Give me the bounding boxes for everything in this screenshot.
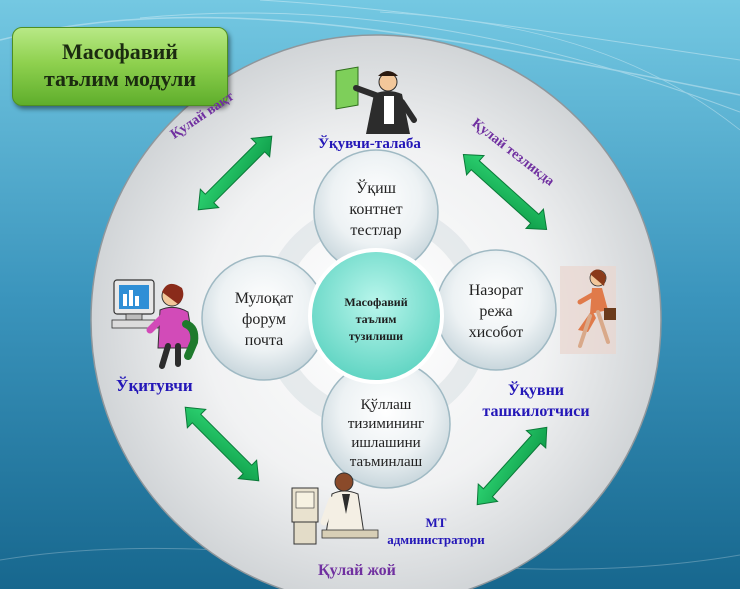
node-top-line: тестлар xyxy=(350,222,402,239)
node-left-line: форум xyxy=(241,311,287,328)
node-right-line: хисобот xyxy=(468,324,524,341)
role-admin-label: МТ администратори xyxy=(376,514,496,548)
businesswoman-walking-icon xyxy=(560,266,616,354)
arrow-upper-right xyxy=(462,153,548,231)
module-title-line2: таълим модули xyxy=(43,66,197,91)
node-bottom-label: Қўллаш тизимининг ишлашини таъминлаш xyxy=(316,396,456,472)
node-top-line: Ўқиш xyxy=(356,180,396,197)
presenter-figure-icon xyxy=(335,66,417,134)
module-title-line1: Масофавий xyxy=(62,39,178,64)
module-title-box: Масофавий таълим модули xyxy=(12,27,228,106)
node-bottom-line: Қўллаш xyxy=(360,397,412,413)
center-node-label: Масофавий таълим тузилиши xyxy=(306,294,446,345)
node-right-label: Назорат режа хисобот xyxy=(426,280,566,343)
module-title: Масофавий таълим модули xyxy=(13,38,227,92)
arrow-label-place: Қулай жой xyxy=(318,562,396,579)
node-bottom-line: таъминлаш xyxy=(349,454,423,470)
role-admin-line1: МТ xyxy=(425,515,447,530)
node-bottom-line: ишлашини xyxy=(351,435,421,451)
arrows xyxy=(184,135,548,506)
node-top-label: Ўқиш контнет тестлар xyxy=(306,178,446,241)
woman-at-computer-icon xyxy=(111,279,199,369)
node-right-line: режа xyxy=(479,303,513,320)
role-organizer-line2: ташкилотчиси xyxy=(482,403,590,420)
role-admin-line2: администратори xyxy=(387,532,485,547)
node-top-line: контнет xyxy=(349,201,403,218)
role-organizer-label: Ўқувни ташкилотчиси xyxy=(466,380,606,422)
role-student-label: Ўқувчи-талаба xyxy=(318,136,421,152)
role-teacher-label: Ўқитувчи xyxy=(116,376,193,395)
center-node-line2: таълим xyxy=(355,312,397,326)
arrow-lower-left xyxy=(184,406,260,482)
center-node-circle xyxy=(308,248,444,384)
node-bottom-line: тизимининг xyxy=(347,416,425,432)
node-right-line: Назорат xyxy=(468,282,524,299)
node-left-line: Мулоқат xyxy=(234,290,294,307)
arrow-upper-left xyxy=(197,135,273,211)
man-at-desk-icon xyxy=(291,472,379,545)
node-left-label: Мулоқат форум почта xyxy=(194,288,334,351)
arrow-lower-right xyxy=(476,426,548,506)
node-left-line: почта xyxy=(244,332,284,349)
role-organizer-line1: Ўқувни xyxy=(507,382,565,399)
center-node-line3: тузилиши xyxy=(348,329,404,343)
center-node-line1: Масофавий xyxy=(344,295,408,309)
